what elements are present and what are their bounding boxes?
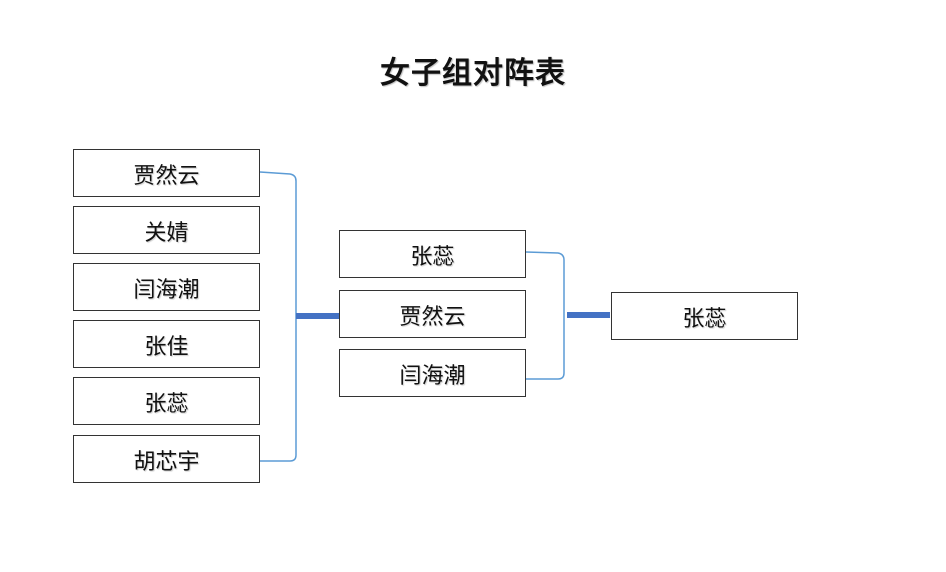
- round1-player-1: 贾然云: [73, 149, 260, 197]
- round1-player-2: 关婧: [73, 206, 260, 254]
- round2-bracket: [525, 251, 565, 380]
- final-winner: 张蕊: [611, 292, 798, 340]
- round1-player-3: 闫海潮: [73, 263, 260, 311]
- round2-player-2: 贾然云: [339, 290, 526, 338]
- round1-connector: [296, 313, 339, 319]
- round1-player-6: 胡芯宇: [73, 435, 260, 483]
- round1-player-5: 张蕊: [73, 377, 260, 425]
- round1-player-4: 张佳: [73, 320, 260, 368]
- round1-bracket: [259, 171, 297, 462]
- round2-player-3: 闫海潮: [339, 349, 526, 397]
- page-title: 女子组对阵表: [380, 56, 566, 91]
- round2-player-1: 张蕊: [339, 230, 526, 278]
- round2-connector: [567, 312, 610, 318]
